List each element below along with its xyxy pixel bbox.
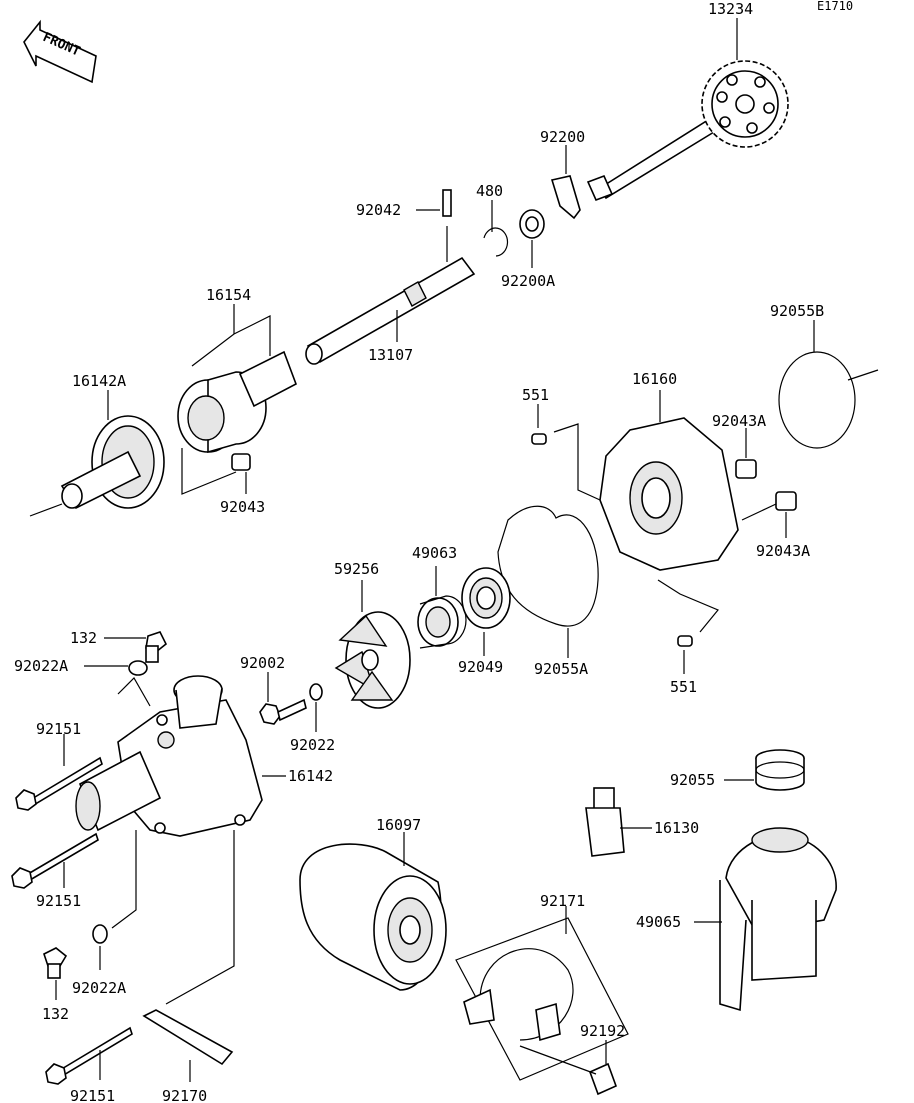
label-16160: 16160	[632, 370, 677, 388]
filler-part-49065	[719, 827, 837, 1012]
label-92055a: 92055A	[534, 660, 588, 678]
dowel-part-92043	[231, 453, 251, 471]
diagram-code: E1710	[817, 0, 853, 13]
cover-part-16142a	[60, 415, 165, 510]
clamp-part-92171	[463, 948, 574, 1042]
pump-cover-part-16160	[599, 417, 739, 571]
label-92055: 92055	[670, 771, 715, 789]
bearing-part-92049	[461, 567, 511, 629]
label-16097: 16097	[376, 816, 421, 834]
label-16130: 16130	[654, 819, 699, 837]
dowel-part-551-top	[531, 433, 547, 445]
label-92022a-bottom: 92022A	[72, 979, 126, 997]
washer-part-92022a-bottom	[92, 924, 108, 944]
impeller-part-59256	[334, 611, 411, 709]
label-92022: 92022	[290, 736, 335, 754]
label-92171: 92171	[540, 892, 585, 910]
rotor-part-16154	[177, 350, 297, 454]
bolt-part-132-bottom	[43, 947, 68, 979]
label-480: 480	[476, 182, 503, 200]
seal-part-49063	[417, 595, 467, 649]
label-92043: 92043	[220, 498, 265, 516]
label-132-bottom: 132	[42, 1005, 69, 1023]
label-551-top: 551	[522, 386, 549, 404]
collar-part-92192	[588, 1062, 618, 1096]
bolt-part-92151-top	[15, 756, 103, 811]
label-16142a: 16142A	[72, 372, 126, 390]
label-551-bottom: 551	[670, 678, 697, 696]
fitting-part-16130	[585, 787, 625, 857]
label-49065: 49065	[636, 913, 681, 931]
gasket-part-92055a	[497, 505, 599, 627]
label-92043a-bottom: 92043A	[756, 542, 810, 560]
circlip-part-480	[483, 227, 509, 257]
front-arrow-icon: FRONT	[23, 19, 97, 84]
label-92200a: 92200A	[501, 272, 555, 290]
dowel-part-92043a-top	[735, 459, 757, 479]
bracket-part-92170	[142, 1009, 234, 1066]
label-49063: 49063	[412, 544, 457, 562]
oring-part-92055b	[778, 351, 856, 449]
bolt-part-92151-mid	[11, 832, 99, 889]
bolt-part-92151-bottom	[45, 1026, 133, 1085]
oil-filter-part-16097	[299, 843, 447, 991]
label-92151-bottom: 92151	[70, 1087, 115, 1103]
label-16154: 16154	[206, 286, 251, 304]
gear-shaft-part	[586, 60, 789, 202]
label-16142: 16142	[288, 767, 333, 785]
pin-part-92042	[442, 189, 452, 217]
label-132-top: 132	[70, 629, 97, 647]
label-92151-mid: 92151	[36, 892, 81, 910]
bolt-part-92002	[259, 698, 307, 725]
shaft-part-13107	[305, 256, 476, 365]
label-92043a-top: 92043A	[712, 412, 766, 430]
cap-part-92055	[755, 749, 805, 791]
label-92002: 92002	[240, 654, 285, 672]
washer-part-92022a-top	[128, 660, 148, 676]
label-92042: 92042	[356, 201, 401, 219]
dowel-part-92043a-bottom	[775, 491, 797, 511]
bolt-part-132-top	[145, 631, 168, 663]
label-92049: 92049	[458, 658, 503, 676]
label-92200: 92200	[540, 128, 585, 146]
pump-body-part-16142	[75, 675, 263, 837]
label-13234: 13234	[708, 0, 753, 18]
label-92055b: 92055B	[770, 302, 824, 320]
clamp-frame	[455, 917, 629, 1081]
label-92022a-top: 92022A	[14, 657, 68, 675]
label-92151-top: 92151	[36, 720, 81, 738]
label-13107: 13107	[368, 346, 413, 364]
dowel-part-551-bottom	[677, 635, 693, 647]
label-59256: 59256	[334, 560, 379, 578]
plate-part-92200	[550, 175, 581, 220]
washer-part-92022	[309, 683, 323, 701]
label-92192: 92192	[580, 1022, 625, 1040]
label-92170: 92170	[162, 1087, 207, 1103]
